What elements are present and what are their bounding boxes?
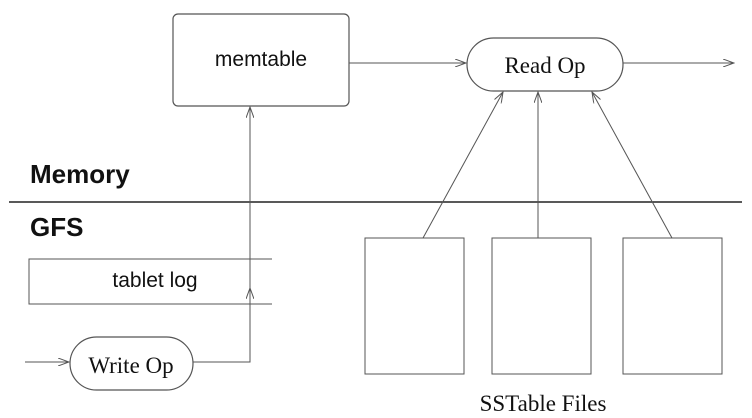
tablet-log-box xyxy=(28,258,272,305)
memtable-node: memtable xyxy=(172,13,350,107)
tablet-log-node: tablet log xyxy=(28,258,272,305)
memtable-label: memtable xyxy=(215,48,307,71)
write-op-pill xyxy=(69,336,194,391)
read-op-node: Read Op xyxy=(466,37,624,92)
gfs-region-label: GFS xyxy=(30,212,83,242)
edge-sstable-1-to-read-op xyxy=(422,92,503,239)
tablet-log-label: tablet log xyxy=(112,269,197,292)
edge-sstable-3-to-read-op xyxy=(592,92,673,239)
memtable-box xyxy=(172,13,350,107)
sstable-file-box xyxy=(491,237,592,375)
sstable-file-box xyxy=(622,237,723,375)
write-op-node: Write Op xyxy=(69,336,194,391)
read-op-label: Read Op xyxy=(504,53,585,78)
sstable-file-box xyxy=(364,237,465,375)
write-op-label: Write Op xyxy=(88,353,173,378)
sstable-files-group: SSTable Files xyxy=(364,237,723,416)
sstable-files-caption: SSTable Files xyxy=(480,391,607,416)
memory-region-label: Memory xyxy=(30,159,130,189)
edge-write-op-to-tablet-log xyxy=(193,288,250,363)
read-op-pill xyxy=(466,37,624,92)
